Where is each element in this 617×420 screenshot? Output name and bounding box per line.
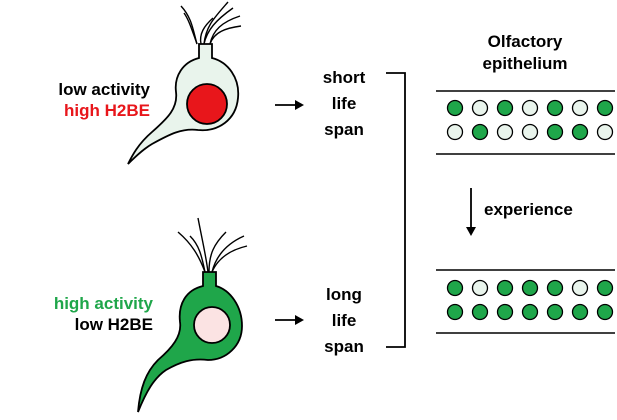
after-cell-green: [446, 303, 464, 321]
before-cell-green: [571, 123, 589, 141]
after-cell-green: [571, 303, 589, 321]
bottom-neuron-nucleus: [193, 306, 231, 344]
before-cell-green: [446, 99, 464, 117]
after-cell-light: [571, 279, 589, 297]
after-cell-light: [471, 279, 489, 297]
after-cell-green: [496, 303, 514, 321]
after-cell-green: [446, 279, 464, 297]
before-cell-light: [596, 123, 614, 141]
after-cell-green: [521, 279, 539, 297]
after-cell-green: [521, 303, 539, 321]
before-cell-green: [471, 123, 489, 141]
epithelium-title-line2: epithelium: [482, 54, 568, 73]
bottom-neuron: [137, 217, 248, 413]
epithelium-title-line1: Olfactory: [487, 32, 563, 51]
before-cell-light: [446, 123, 464, 141]
bottom-neuron-body: [137, 271, 243, 413]
top-neuron-label-activity: low activity: [58, 80, 150, 99]
before-cell-light: [471, 99, 489, 117]
top-outcome-line1: short: [322, 68, 366, 87]
bottom-outcome-line1: long: [326, 285, 362, 304]
experience-arrow: [466, 188, 476, 236]
top-outcome-line2: life: [331, 94, 357, 113]
before-cell-green: [596, 99, 614, 117]
bottom-outcome-line2: life: [331, 311, 357, 330]
before-cell-light: [521, 99, 539, 117]
bottom-outcome-arrow: [275, 315, 304, 325]
before-cell-green: [546, 123, 564, 141]
bottom-neuron-cilia: [177, 217, 248, 273]
top-outcome-arrow: [275, 100, 304, 110]
top-outcome-line3: span: [324, 120, 364, 139]
experience-label: experience: [484, 200, 573, 219]
bottom-neuron-label-activity: high activity: [53, 294, 153, 313]
top-neuron: [127, 1, 242, 165]
before-cell-green: [496, 99, 514, 117]
epithelium-before: [436, 90, 615, 155]
after-cell-green: [546, 303, 564, 321]
after-cell-green: [546, 279, 564, 297]
before-cell-light: [521, 123, 539, 141]
after-cell-green: [596, 303, 614, 321]
top-neuron-body: [127, 43, 240, 165]
top-neuron-label-h2be: high H2BE: [64, 101, 150, 120]
before-cell-green: [546, 99, 564, 117]
after-cell-green: [471, 303, 489, 321]
top-neuron-cilia: [180, 1, 242, 45]
top-neuron-nucleus: [186, 83, 228, 125]
after-cell-green: [496, 279, 514, 297]
bottom-outcome-line3: span: [324, 337, 364, 356]
epithelium-after: [436, 269, 615, 334]
after-cell-green: [596, 279, 614, 297]
bracket: [386, 72, 406, 348]
before-cell-light: [571, 99, 589, 117]
before-cell-light: [496, 123, 514, 141]
bottom-neuron-label-h2be: low H2BE: [74, 315, 153, 334]
